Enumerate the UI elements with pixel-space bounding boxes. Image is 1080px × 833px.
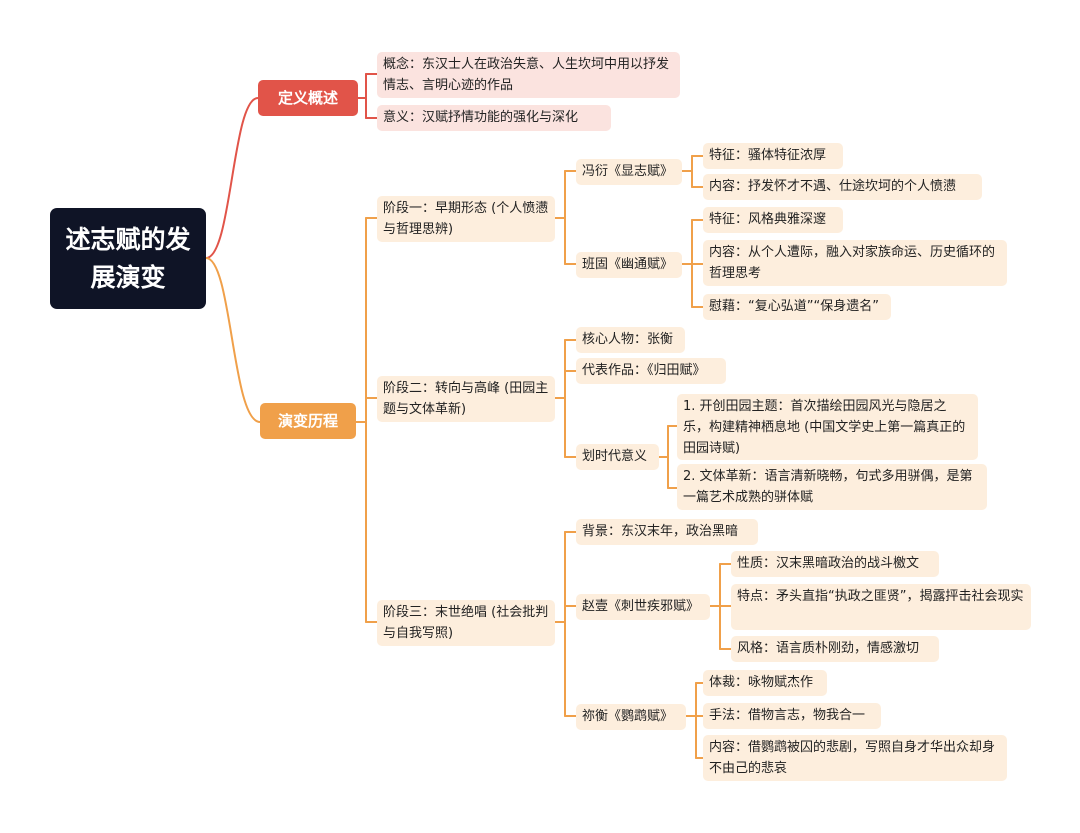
zhao-yi-style-node[interactable]: 风格：语言质朴刚劲，情感激切	[731, 636, 939, 662]
pastoral-theme-node[interactable]: 1. 开创田园主题：首次描绘田园风光与隐居之乐，构建精神栖息地 (中国文学史上第…	[677, 394, 978, 460]
ban-gu-feature-node[interactable]: 特征：风格典雅深邃	[703, 207, 843, 233]
mi-heng-content-node[interactable]: 内容：借鹦鹉被囚的悲剧，写照自身才华出众却身不由己的悲哀	[703, 735, 1007, 781]
feng-yan-xianzhi-node[interactable]: 冯衍《显志赋》	[576, 159, 682, 185]
root-topic[interactable]: 述志赋的发展演变	[50, 208, 206, 309]
evolution-topic[interactable]: 演变历程	[260, 403, 356, 439]
zhao-yi-cishi-node[interactable]: 赵壹《刺世疾邪赋》	[576, 594, 710, 620]
style-innovation-node[interactable]: 2. 文体革新：语言清新晓畅，句式多用骈偶，是第一篇艺术成熟的骈体赋	[677, 464, 987, 510]
stage-three-node[interactable]: 阶段三：末世绝唱 (社会批判与自我写照)	[377, 600, 555, 646]
core-figure-node[interactable]: 核心人物：张衡	[576, 327, 685, 353]
definition-topic[interactable]: 定义概述	[258, 80, 358, 116]
zhao-yi-nature-node[interactable]: 性质：汉末黑暗政治的战斗檄文	[731, 551, 939, 577]
mi-heng-yingwu-node[interactable]: 祢衡《鹦鹉赋》	[576, 704, 686, 730]
stage-one-node[interactable]: 阶段一：早期形态 (个人愤懑与哲理思辨)	[377, 196, 555, 242]
ban-gu-youtong-node[interactable]: 班固《幽通赋》	[576, 252, 682, 278]
ban-gu-content-node[interactable]: 内容：从个人遭际，融入对家族命运、历史循环的哲理思考	[703, 240, 1007, 286]
stage-two-node[interactable]: 阶段二：转向与高峰 (田园主题与文体革新)	[377, 376, 555, 422]
background-node[interactable]: 背景：东汉末年，政治黑暗	[576, 519, 758, 545]
epoch-significance-node[interactable]: 划时代意义	[576, 444, 659, 470]
mi-heng-genre-node[interactable]: 体裁：咏物赋杰作	[703, 670, 827, 696]
ban-gu-consolation-node[interactable]: 慰藉：“复心弘道”“保身遗名”	[703, 294, 891, 320]
feng-yan-content-node[interactable]: 内容：抒发怀才不遇、仕途坎坷的个人愤懑	[703, 174, 982, 200]
mi-heng-technique-node[interactable]: 手法：借物言志，物我合一	[703, 703, 881, 729]
feng-yan-feature-node[interactable]: 特征：骚体特征浓厚	[703, 143, 843, 169]
definition-significance-node[interactable]: 意义：汉赋抒情功能的强化与深化	[377, 105, 611, 131]
zhao-yi-trait-node[interactable]: 特点：矛头直指“执政之匪贤”，揭露抨击社会现实	[731, 584, 1031, 630]
definition-concept-node[interactable]: 概念：东汉士人在政治失意、人生坎坷中用以抒发情志、言明心迹的作品	[377, 52, 680, 98]
representative-work-node[interactable]: 代表作品：《归田赋》	[576, 358, 726, 384]
